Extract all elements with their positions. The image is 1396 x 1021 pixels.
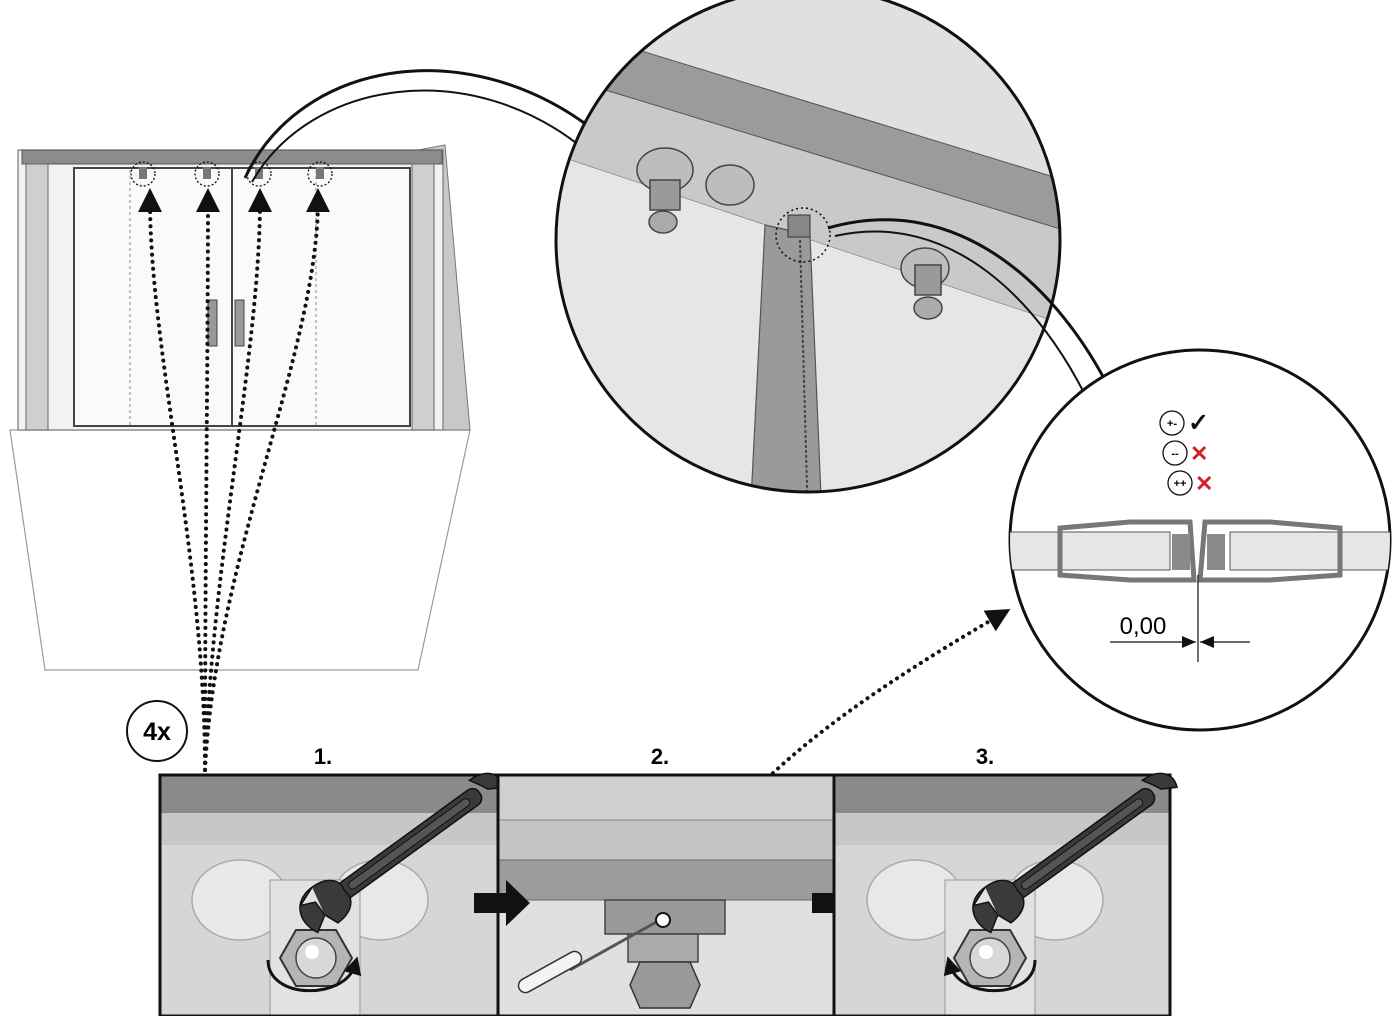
right-door-glass (231, 167, 411, 427)
shower-tray (9, 429, 471, 671)
seal-detail-circle: +- ✓ -- ✕ ++ ✕ 0,00 (1008, 348, 1392, 732)
zoom-circle (554, 0, 1062, 494)
glass-right (1229, 531, 1390, 571)
polarity-row-3: ++ ✕ (1167, 470, 1213, 496)
step-2-panel (496, 773, 836, 1018)
wrench-icon (298, 772, 505, 934)
screwdriver-icon (517, 912, 671, 994)
arrow-right-icon (474, 880, 530, 926)
polarity-symbol: +- (1167, 418, 1177, 430)
top-rail (21, 149, 443, 165)
seal-profile-left (1057, 519, 1197, 583)
wrench-icon (971, 772, 1178, 934)
magnet-left (1172, 534, 1190, 570)
glass-left (1010, 531, 1171, 571)
left-profile (25, 163, 49, 431)
gap-dimension: 0,00 (1110, 575, 1250, 662)
check-icon: ✓ (1188, 409, 1209, 437)
step-1-panel (158, 772, 505, 1018)
multiplier-badge: 4x (126, 700, 188, 762)
rotate-arrow-icon (266, 956, 362, 993)
roller-marker-4 (307, 161, 333, 187)
shower-enclosure (9, 144, 471, 671)
multiplier-label: 4x (143, 718, 171, 746)
polarity-row-1: +- ✓ (1159, 409, 1209, 437)
step-3-panel (832, 772, 1178, 1018)
magnet-seal-marker (775, 207, 831, 263)
roller-guide-lines (138, 188, 330, 772)
seal-profile-right (1197, 519, 1343, 583)
cross-icon: ✕ (1195, 471, 1213, 496)
gap-value: 0,00 (1120, 613, 1167, 640)
magnet-right (1207, 534, 1225, 570)
step-3-label: 3. (976, 744, 994, 769)
step-2-label: 2. (651, 744, 669, 769)
roller-marker-2 (194, 161, 220, 187)
polarity-row-2: -- ✕ (1162, 440, 1208, 466)
door-handle-right (234, 299, 245, 347)
detail-connector (827, 218, 1112, 391)
right-profile (411, 163, 435, 431)
polarity-symbol: ++ (1174, 478, 1187, 490)
polarity-symbol: -- (1171, 448, 1179, 460)
zoom-connector (243, 69, 601, 179)
roller-marker-1 (130, 161, 156, 187)
rotate-arrow-icon (943, 956, 1037, 993)
cross-icon: ✕ (1190, 441, 1208, 466)
polarity-legend: +- ✓ -- ✕ ++ ✕ (1159, 409, 1213, 496)
step-1-label: 1. (314, 744, 332, 769)
